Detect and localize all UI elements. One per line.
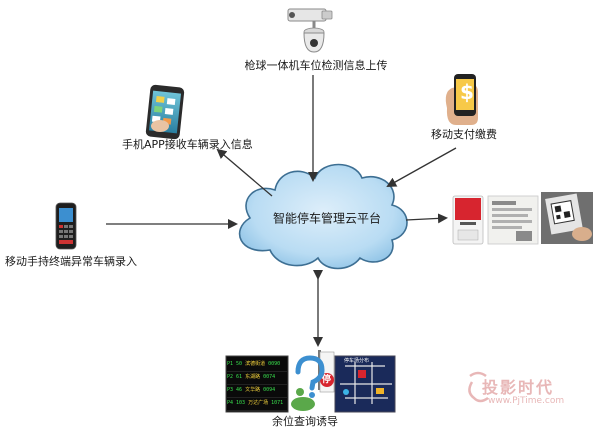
qr-scan-photo-icon — [541, 192, 593, 244]
led-row-count: 1071 — [271, 400, 284, 406]
led-row-value: 50 — [236, 361, 246, 367]
led-row-place: 东湖路 — [245, 374, 264, 380]
arrow-hub-to-app — [216, 148, 273, 197]
watermark-url: www.PjTime.com — [488, 396, 565, 406]
handheld-terminal-icon — [55, 202, 77, 250]
led-row-value: 103 — [236, 400, 249, 406]
led-row-count: 0090 — [268, 361, 281, 367]
output-devices-group — [452, 192, 593, 245]
dollar-sign-icon: $ — [460, 80, 474, 104]
led-board-row: P1 50 滨德街道 0090 — [227, 358, 287, 372]
led-row-place: 文华路 — [245, 387, 264, 393]
parking-map-panel — [334, 355, 396, 413]
connector-arrows — [106, 75, 457, 347]
parking-sign-text: 停 — [322, 375, 332, 385]
led-row-index: P2 — [227, 374, 237, 380]
led-row-index: P3 — [227, 387, 237, 393]
led-row-index: P1 — [227, 361, 237, 367]
led-row-value: 46 — [236, 387, 246, 393]
watermark-brand: 投影时代 — [482, 378, 555, 397]
led-board-row: P2 61 东湖路 0074 — [227, 371, 287, 385]
dome-camera-icon — [287, 8, 333, 53]
led-row-count: 0094 — [263, 387, 276, 393]
receipt-printer-icon — [452, 195, 484, 245]
led-row-place: 万达广场 — [248, 400, 272, 406]
mobile-app-node-label: 手机APP接收车辆录入信息 — [122, 138, 253, 151]
led-board-row: P4 103 万达广场 1071 — [227, 397, 287, 411]
watermark-logo-icon — [468, 371, 489, 403]
led-row-index: P4 — [227, 400, 237, 406]
cloud-platform — [238, 163, 408, 270]
led-row-value: 61 — [236, 374, 246, 380]
map-panel-title: 停车场分布 — [344, 358, 370, 364]
phone-app-icon — [145, 84, 185, 140]
parking-ticket-icon — [487, 195, 539, 245]
mobile-payment-icon — [445, 74, 478, 125]
handheld-node-label: 移动手持终端异常车辆录入 — [5, 255, 137, 268]
led-row-place: 滨德街道 — [245, 361, 269, 367]
payment-node-label: 移动支付缴费 — [431, 128, 497, 141]
query-node-label: 余位查询诱导 — [272, 415, 338, 428]
led-board-row: P3 46 文华路 0094 — [227, 384, 287, 398]
arrow-hub-to-outputs — [405, 213, 448, 224]
arrow-payment-to-hub — [386, 147, 457, 187]
query-question-icon — [291, 355, 325, 411]
camera-node-label: 枪球一体机车位检测信息上传 — [244, 59, 388, 72]
led-row-count: 0074 — [263, 374, 276, 380]
hub-label: 智能停车管理云平台 — [272, 211, 382, 226]
